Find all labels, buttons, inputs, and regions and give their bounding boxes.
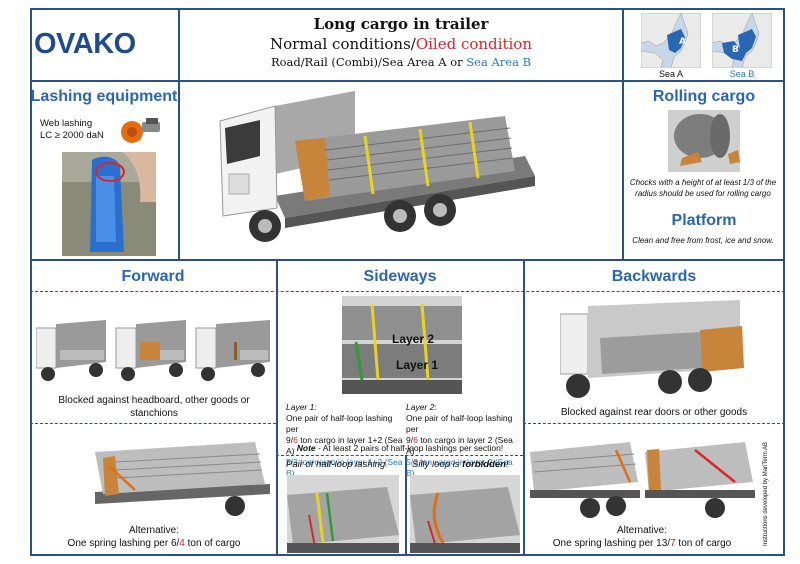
- header-block: Long cargo in trailer Normal conditions/…: [180, 14, 622, 70]
- transport-modes-text: Road/Rail (Combi)/Sea Area A or: [270, 55, 467, 69]
- divider: [276, 455, 523, 456]
- layer-1-rule: Layer 1: One pair of half-loop lashing p…: [286, 402, 404, 479]
- lashing-capacity: LC ≥ 2000 daN: [40, 130, 104, 141]
- rolling-cargo-title: Rolling cargo: [652, 88, 756, 105]
- silly-loop-illustration: [410, 475, 520, 553]
- backwards-alternative-illustration: [530, 432, 755, 520]
- sideways-note: Note - At least 2 pairs of half-loop las…: [296, 443, 504, 453]
- backwards-alt-label: Alternative:: [616, 525, 668, 536]
- divider: [178, 8, 180, 81]
- layer-2-text: One pair of half-loop lashing per: [406, 413, 513, 434]
- subtitle-oiled: Oiled condition: [415, 35, 532, 53]
- map-sea-b: B: [712, 13, 772, 68]
- forward-title: Forward: [121, 268, 185, 285]
- map-a-label: Sea A: [658, 69, 684, 79]
- main-truck-illustration: [215, 86, 545, 256]
- layer-1-heading: Layer 1:: [286, 402, 317, 412]
- layer-2-label: Layer 2: [392, 332, 435, 346]
- credit-vertical: Instructions developed by MariTerm AB: [759, 428, 773, 550]
- layer-1-text: One pair of half-loop lashing per: [286, 413, 393, 434]
- divider: [30, 291, 785, 292]
- ratchet-strap-icon: [118, 112, 166, 146]
- sideways-title: Sideways: [363, 268, 437, 285]
- map-sea-a: A: [641, 13, 701, 68]
- subtitle: Normal conditions/Oiled condition: [180, 34, 622, 54]
- web-lashing-info: Web lashing LC ≥ 2000 daN: [40, 118, 130, 142]
- map-a-letter: A: [679, 37, 686, 47]
- forward-alt-rule: One spring lashing per 6/4 ton of cargo: [67, 538, 241, 549]
- map-b-letter: B: [732, 45, 739, 55]
- platform-text: Clean and free from frost, ice and snow.: [632, 236, 774, 245]
- divider: [405, 455, 407, 556]
- backwards-title: Backwards: [611, 268, 697, 285]
- sideways-layers-illustration: Layer 2 Layer 1: [342, 296, 462, 394]
- poster-frame: [30, 8, 785, 556]
- backwards-alt-rule: One spring lashing per 13/7 ton of cargo: [552, 538, 732, 549]
- divider: [30, 259, 785, 261]
- backwards-caption: Blocked against rear doors or other good…: [560, 407, 748, 418]
- credit-text: Instructions developed by MariTerm AB: [763, 441, 769, 546]
- divider: [30, 423, 276, 424]
- forward-alternative-text: Alternative: One spring lashing per 6/4 …: [36, 524, 272, 550]
- lashing-label-photo: [62, 152, 156, 256]
- layer-1-label: Layer 1: [396, 358, 439, 372]
- pair-half-loop-illustration: [287, 475, 399, 553]
- platform-title: Platform: [671, 212, 737, 229]
- lashing-equipment-title: Lashing equipment: [30, 88, 178, 105]
- map-b-label: Sea B: [729, 69, 755, 79]
- rolling-cargo-text: Chocks with a height of at least 1/3 of …: [629, 178, 777, 198]
- divider: [30, 80, 785, 82]
- rolling-cargo-image: [668, 110, 740, 172]
- forward-alt-label: Alternative:: [128, 525, 180, 536]
- divider: [178, 80, 180, 260]
- pair-half-loop-label: Pair of half-loop lashing: [286, 459, 386, 470]
- silly-loop-label: Silly loop is forbidden!: [412, 459, 509, 470]
- layer-2-sea-b: 5/3 ton cargo in layer 2 (Sea B): [406, 457, 513, 478]
- sea-area-b-text: Sea Area B: [466, 55, 532, 69]
- layer-1-sea-a: 9/6 ton cargo in layer 1+2 (Sea A): [286, 435, 403, 456]
- layer-2-heading: Layer 2:: [406, 402, 437, 412]
- backwards-truck-illustration: [560, 298, 750, 400]
- subtitle-normal: Normal conditions/: [270, 35, 416, 53]
- page-title: Long cargo in trailer: [313, 15, 489, 33]
- web-lashing-label: Web lashing: [40, 118, 93, 129]
- divider: [523, 259, 525, 556]
- layer-2-sea-a: 9/6 ton cargo in layer 2 (Sea A): [406, 435, 513, 456]
- layer-2-rule: Layer 2: One pair of half-loop lashing p…: [406, 402, 522, 479]
- layer-1-sea-b: 5/3 ton cargo in layer 1+2 (Sea B): [286, 457, 403, 478]
- backwards-alternative-text: Alternative: One spring lashing per 13/7…: [524, 524, 760, 550]
- ovako-logo: OVAKO: [34, 28, 136, 60]
- divider: [276, 259, 278, 556]
- divider: [523, 423, 785, 424]
- divider: [622, 8, 624, 260]
- transport-modes: Road/Rail (Combi)/Sea Area A or Sea Area…: [180, 54, 622, 70]
- forward-caption: Blocked against headboard, other goods o…: [58, 395, 250, 419]
- forward-alternative-illustration: [95, 432, 270, 516]
- forward-trucks-illustration: [36, 320, 272, 382]
